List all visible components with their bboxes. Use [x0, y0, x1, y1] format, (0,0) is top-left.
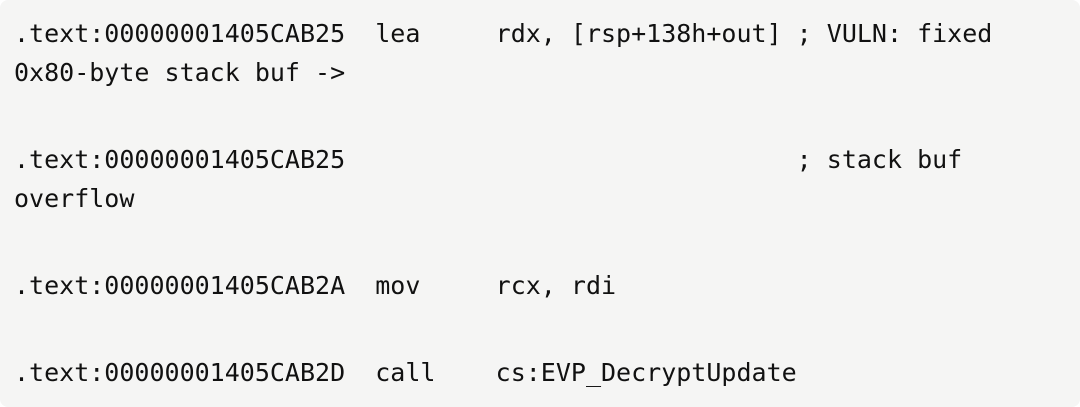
code-line: .text:00000001405CAB25 lea rdx, [rsp+138…	[14, 19, 993, 48]
code-paragraph: .text:00000001405CAB25 lea rdx, [rsp+138…	[14, 14, 1066, 92]
code-line: .text:00000001405CAB2A mov rcx, rdi	[14, 271, 617, 300]
code-paragraph: .text:00000001405CAB2A mov rcx, rdi	[14, 266, 1066, 305]
code-line: .text:00000001405CAB2D call cs:EVP_Decry…	[14, 358, 797, 387]
code-line-wrapped: 0x80-byte stack buf ->	[14, 58, 346, 87]
code-line: .text:00000001405CAB25 ; stack buf	[14, 145, 963, 174]
code-paragraph: .text:00000001405CAB25 ; stack buf overf…	[14, 140, 1066, 218]
code-line-wrapped: overflow	[14, 184, 135, 213]
code-paragraph: .text:00000001405CAB2D call cs:EVP_Decry…	[14, 353, 1066, 392]
